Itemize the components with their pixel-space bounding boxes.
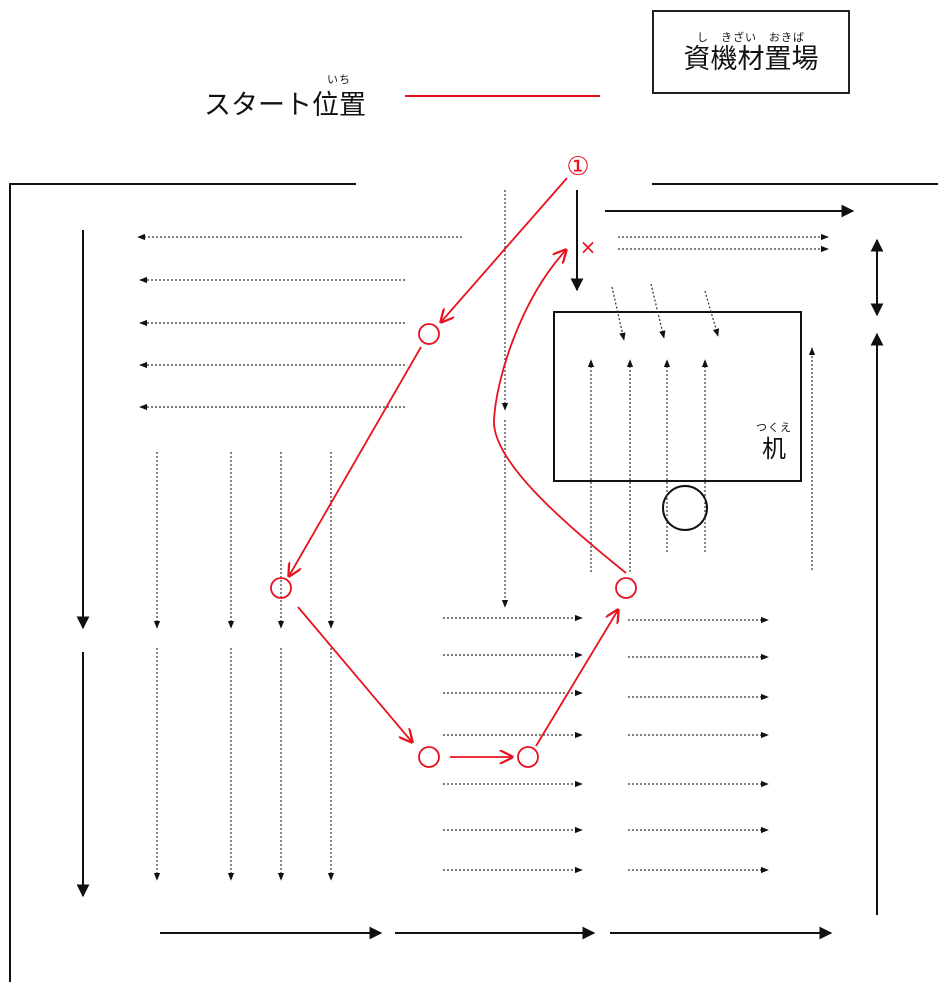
dotted-arrow: [704, 290, 720, 337]
main-flow-arrows: [76, 190, 884, 940]
blocked-marker: ×: [580, 235, 597, 259]
start-marker: ①: [566, 152, 589, 182]
route-checkpoint: [615, 577, 637, 599]
storage-area-box: し きざい おきば 資機材置場: [652, 10, 850, 94]
dotted-arrow: [611, 286, 626, 341]
route-segment: [289, 346, 422, 576]
desk-label: つくえ 机: [752, 422, 796, 464]
desk-text: 机: [762, 435, 786, 463]
storage-area-label: し きざい おきば 資機材置場: [654, 32, 848, 76]
start-position-label: スタートいち位置: [204, 74, 366, 128]
route-checkpoint: [270, 577, 292, 599]
route-segment: [297, 606, 412, 742]
storage-area-furigana: し きざい おきば: [697, 31, 805, 44]
route-checkpoint: [517, 746, 539, 768]
dotted-flow-down-left: [153, 190, 509, 881]
route-path: [270, 177, 637, 768]
route-segment: [441, 177, 568, 322]
start-position-text: スタート: [204, 90, 312, 121]
person-seat-circle: [662, 485, 708, 531]
route-checkpoint: [418, 746, 440, 768]
route-checkpoint: [418, 323, 440, 345]
start-position-kanji: 位置: [312, 90, 366, 121]
dotted-flow-up: [587, 283, 816, 572]
storage-area-text: 資機材置場: [683, 44, 819, 75]
route-curve: [493, 250, 627, 574]
left-wall: [9, 183, 356, 982]
room-walls: [9, 183, 938, 982]
dotted-flow-left: [137, 233, 462, 411]
desk-rectangle: [553, 311, 802, 482]
dotted-arrow: [650, 283, 666, 339]
start-position-kanji-group: いち位置: [312, 74, 366, 128]
start-position-furigana: いち: [327, 73, 351, 86]
dotted-flow-right: [443, 233, 829, 874]
route-segment: [535, 610, 618, 747]
desk-furigana: つくえ: [756, 421, 792, 434]
